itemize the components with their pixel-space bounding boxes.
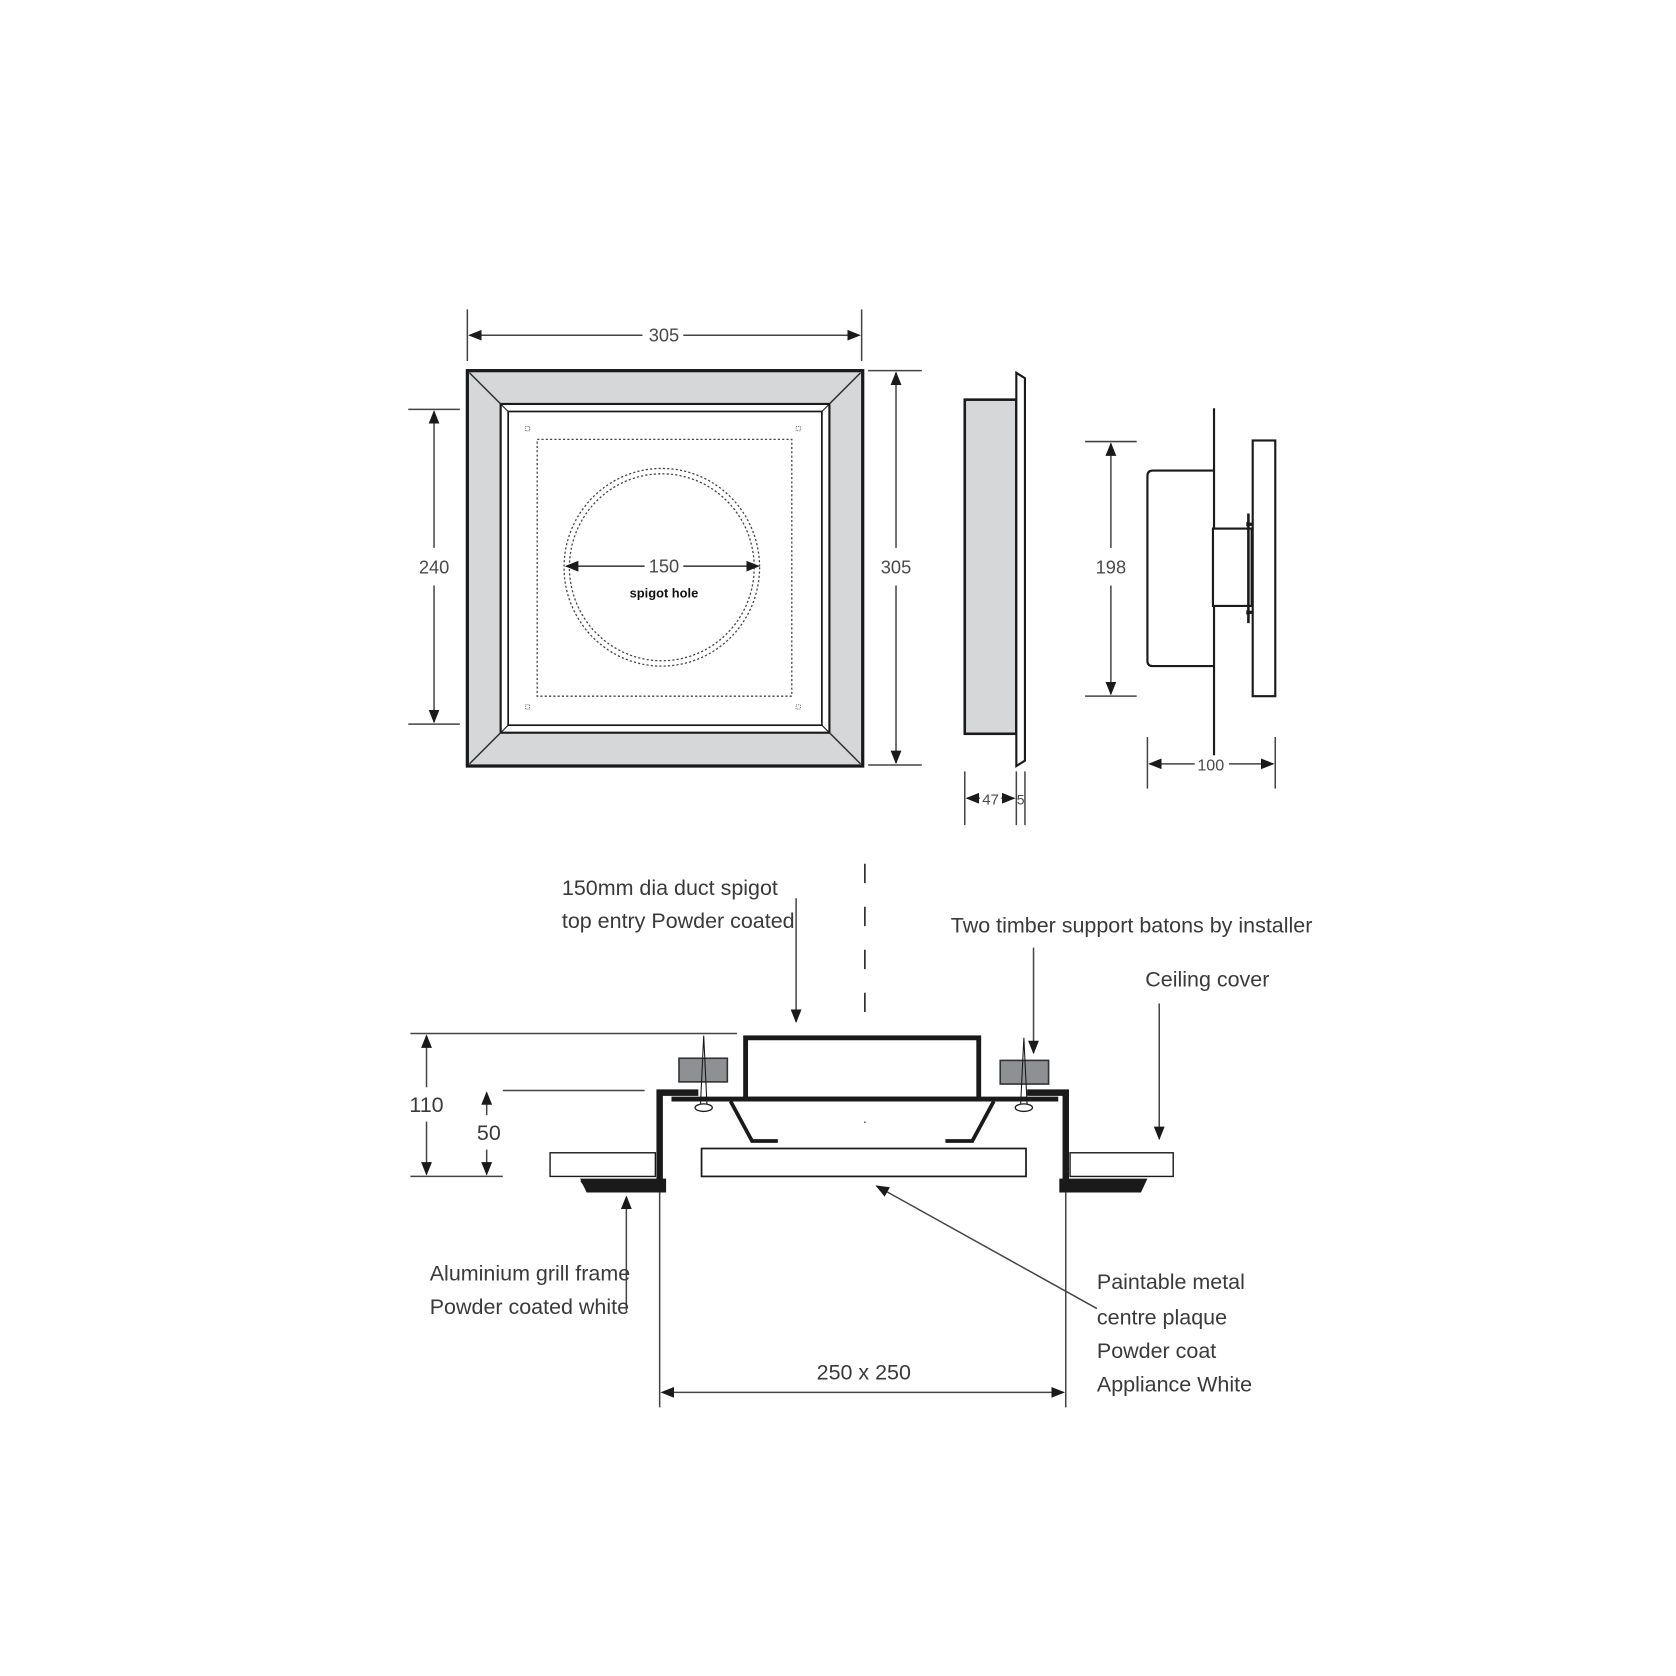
timber-baton-right	[999, 1059, 1050, 1085]
side-depth-label: 47	[982, 792, 999, 809]
screw-icon	[1014, 1037, 1034, 1113]
spigot-height-label: 50	[477, 1121, 501, 1145]
duct-spigot	[743, 1035, 982, 1102]
front-view: 305 150 spigot hole 240	[408, 309, 922, 768]
install-view: 198 100	[1085, 408, 1277, 789]
batons-callout: Two timber support batons by installer	[951, 914, 1313, 938]
side-view: 47 5	[963, 370, 1027, 826]
plaque-callout-line4: Appliance White	[1097, 1372, 1252, 1396]
screw-icon	[694, 1035, 713, 1113]
section-view: 150mm dia duct spigot top entry Powder c…	[409, 863, 1313, 1408]
screw-icon	[524, 426, 531, 432]
frame-callout-line1: Aluminium grill frame	[430, 1262, 630, 1286]
ceiling-board-left	[549, 1152, 657, 1178]
screw-icon	[795, 426, 801, 432]
ceiling-board-right	[1069, 1152, 1174, 1178]
timber-baton-left	[678, 1057, 729, 1083]
spigot-diameter-label: 150	[649, 556, 679, 577]
overall-height-label: 110	[409, 1093, 443, 1117]
front-height-label: 305	[881, 557, 911, 578]
plaque-callout-line2: centre plaque	[1097, 1306, 1227, 1330]
install-height-label: 198	[1096, 557, 1126, 578]
plaque-callout-line1: Paintable metal	[1097, 1270, 1245, 1294]
frame-callout-line2: Powder coated white	[430, 1295, 629, 1319]
opening-size-label: 250 x 250	[817, 1360, 911, 1384]
centre-plaque	[700, 1147, 1027, 1178]
screw-icon	[795, 704, 801, 710]
install-depth-label: 100	[1197, 756, 1224, 774]
front-width-label: 305	[649, 325, 679, 346]
inner-height-label: 240	[419, 557, 449, 578]
spigot-callout-line1: 150mm dia duct spigot	[562, 876, 778, 900]
flange-label: 5	[1017, 792, 1025, 808]
plaque-callout-line3: Powder coat	[1097, 1339, 1216, 1363]
ceiling-callout: Ceiling cover	[1145, 967, 1269, 991]
spigot-caption: spigot hole	[630, 585, 699, 600]
spigot-callout-line2: top entry Powder coated	[562, 909, 795, 933]
screw-icon	[524, 704, 531, 710]
